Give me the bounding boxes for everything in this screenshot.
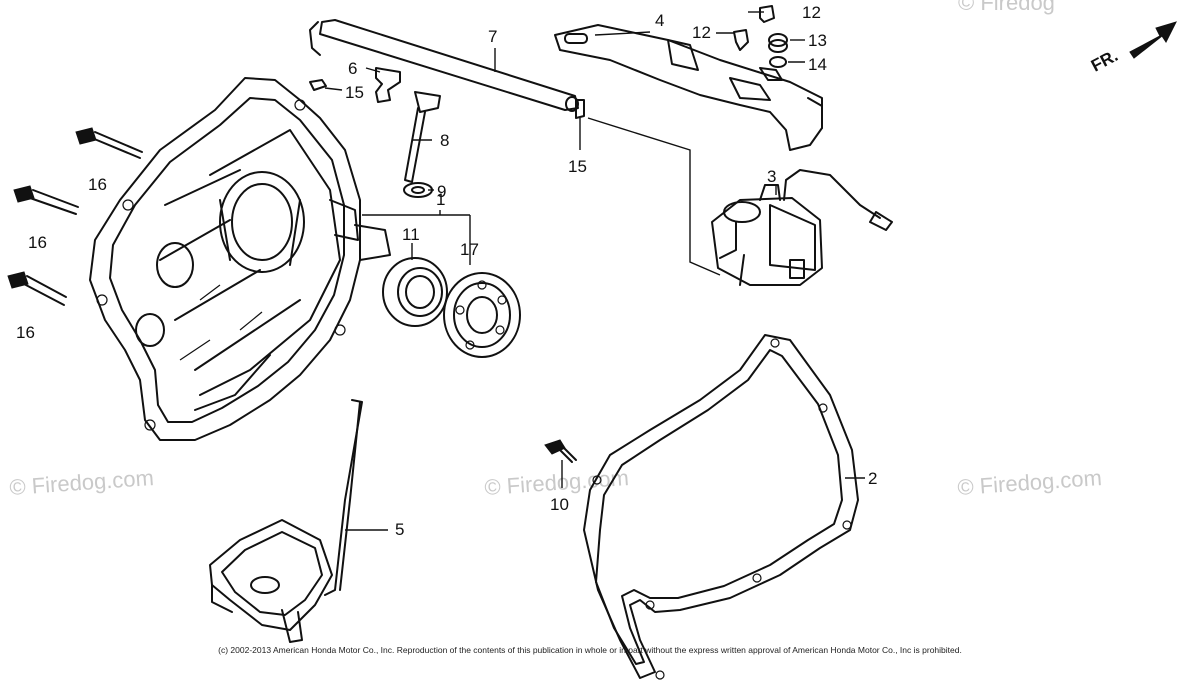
- watermark-right: © Firedog.com: [957, 465, 1103, 500]
- callout-7: 7: [488, 27, 497, 46]
- part-oil-seal: [382, 257, 448, 327]
- leader-6: [365, 67, 381, 73]
- part-collar: [769, 56, 787, 68]
- copyright-notice: (c) 2002-2013 American Honda Motor Co., …: [218, 645, 962, 655]
- callout-12a: 12: [802, 3, 821, 22]
- callout-2: 2: [868, 469, 877, 488]
- part-dipstick: [404, 91, 441, 183]
- callout-16b: 16: [28, 233, 47, 252]
- callout-6: 6: [348, 59, 357, 78]
- leader-15a: [324, 87, 343, 91]
- callout-4: 4: [655, 11, 664, 30]
- part-rod: [309, 19, 579, 112]
- part-grommet: [768, 33, 788, 53]
- part-bolt-16c: [7, 271, 67, 306]
- callout-15b: 15: [568, 157, 587, 176]
- leader-4: [594, 31, 651, 36]
- callout-13: 13: [808, 31, 827, 50]
- watermark-left: © Firedog.com: [9, 465, 155, 500]
- part-washer: [403, 182, 433, 198]
- callout-3: 3: [767, 167, 776, 186]
- part-gasket: [583, 334, 859, 680]
- callout-14: 14: [808, 55, 827, 74]
- part-breather-tube: [209, 399, 363, 643]
- callout-16a: 16: [88, 175, 107, 194]
- part-clip: [375, 67, 401, 103]
- part-oil-alert-unit: [711, 169, 893, 286]
- callout-1: 1: [436, 190, 445, 209]
- callout-16c: 16: [16, 323, 35, 342]
- callout-15a: 15: [345, 83, 364, 102]
- part-bearing: [443, 272, 521, 358]
- callout-5: 5: [395, 520, 404, 539]
- part-screws-12: [733, 5, 775, 51]
- part-crankcase-cover: [89, 77, 391, 441]
- part-bracket: [554, 24, 823, 151]
- part-bolt-16a: [75, 127, 143, 159]
- callout-11: 11: [402, 225, 420, 244]
- callout-12b: 12: [692, 23, 711, 42]
- part-bolt-16b: [13, 185, 79, 215]
- leader-1: [362, 210, 470, 216]
- leader-3-rod: [587, 117, 721, 276]
- callout-10: 10: [550, 495, 569, 514]
- callout-9: 9: [437, 182, 446, 201]
- front-direction-arrow: FR.: [1088, 21, 1177, 76]
- part-bolt-10: [544, 439, 577, 463]
- watermark-top-right: © Firedog: [958, 0, 1055, 15]
- front-arrow-icon: [1129, 21, 1177, 59]
- callout-17: 17: [460, 240, 479, 259]
- callout-8: 8: [440, 131, 449, 150]
- front-label: FR.: [1088, 46, 1121, 76]
- part-clip-15: [309, 79, 585, 119]
